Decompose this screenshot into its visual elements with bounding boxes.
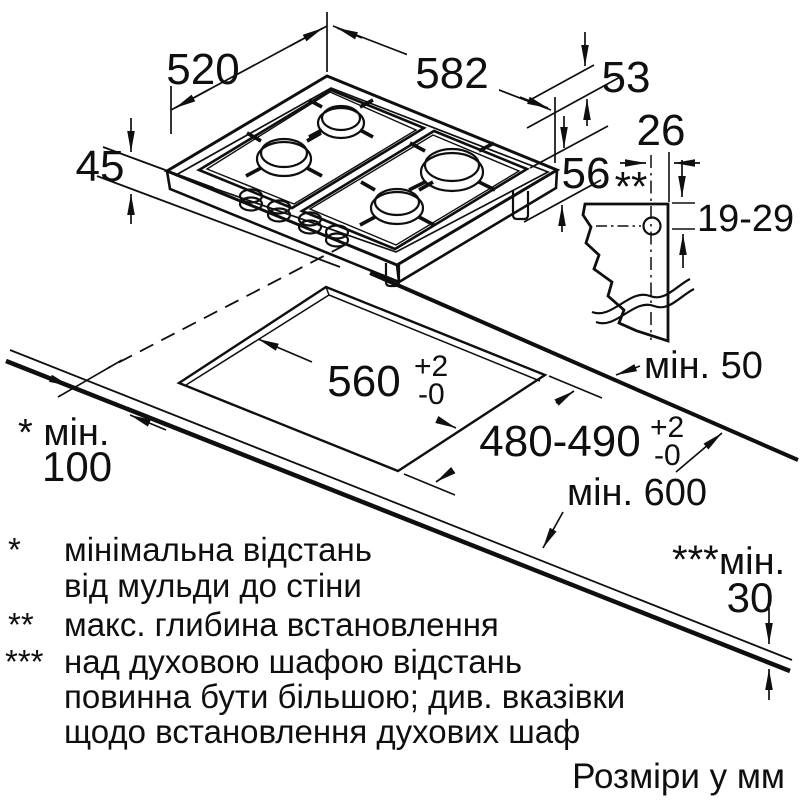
arrow <box>615 364 641 376</box>
burners <box>255 104 485 226</box>
break-line <box>595 288 695 325</box>
burner-back-cap <box>320 104 362 132</box>
footnote-marker-3: *** <box>5 643 44 680</box>
reference-line <box>526 75 623 129</box>
arrow <box>435 466 456 483</box>
hob-rim-inner <box>173 87 551 253</box>
bracket-profile <box>581 202 670 343</box>
units-label: Розміри у мм <box>572 757 785 796</box>
footnote-3-line-3: щодо встановлення духових шаф <box>64 713 580 750</box>
worktop-front-edge-bottom <box>5 358 791 674</box>
hob-foot-right <box>511 191 530 221</box>
arrow <box>554 390 575 406</box>
dim-hob-depth: 520 <box>166 45 239 94</box>
footnote-marker-2: ** <box>8 606 34 643</box>
dim-cutout-width: 560 <box>327 357 400 406</box>
tolerance-plus: +2 <box>414 350 448 383</box>
footnote-3-line-1: над духовою шафою відстань <box>64 643 522 680</box>
arrow <box>257 338 313 363</box>
dim-cutout-depth: 480-490 <box>479 417 640 466</box>
dim-hob-width: 582 <box>415 49 488 98</box>
clearance-oven-label: мін. <box>719 541 785 583</box>
arrow <box>519 96 549 109</box>
control-knob <box>324 224 350 240</box>
footnote-1-line-2: від мульди до стіни <box>64 567 362 604</box>
tolerance-minus: -0 <box>418 378 445 411</box>
burner-right-base <box>419 151 485 193</box>
pan-support-grid <box>196 88 530 251</box>
pan-support-fingers <box>245 98 496 227</box>
extension-line <box>548 375 603 399</box>
arrow <box>129 414 167 431</box>
bracket-screw-hole <box>642 216 662 236</box>
reference-line <box>523 179 602 223</box>
arrow <box>542 511 564 549</box>
break-line <box>591 278 691 315</box>
burner-left-base <box>255 140 313 178</box>
worktop-front-edge-top <box>9 349 793 661</box>
arrow <box>174 88 211 109</box>
label-backing <box>407 52 499 92</box>
mounting-bracket-detail: 26 ** 19-29 <box>581 106 794 343</box>
arrow <box>435 415 457 429</box>
arrow <box>675 432 723 473</box>
clearance-oven-value: 30 <box>727 574 774 621</box>
reference-line <box>529 64 595 101</box>
dim-53: 53 <box>602 53 651 102</box>
projection-tick <box>57 359 123 398</box>
control-knob <box>266 199 292 215</box>
clearance-rear-wall: мін. 50 <box>644 345 763 387</box>
burner-back-base <box>316 106 366 140</box>
double-star-marker: ** <box>615 163 648 210</box>
burner-front-base <box>369 190 425 226</box>
footnotes: * мінімальна відстань від мульди до стін… <box>5 531 785 796</box>
tolerance-minus: -0 <box>654 439 681 472</box>
control-knobs <box>238 188 350 248</box>
projection-dashed-line <box>107 244 346 369</box>
burner-front-cap <box>373 187 421 217</box>
rear-wall-line <box>369 271 799 462</box>
hob-dimensions: 520 582 45 53 56 <box>76 12 651 232</box>
hob-isometric-view <box>96 74 561 288</box>
control-knob <box>238 188 264 204</box>
hob-bottom-extension-line <box>96 175 341 268</box>
footnote-3-line-2: повинна бути більшою; див. вказівки <box>64 678 625 715</box>
clearance-worktop-depth: мін. 600 <box>567 472 707 514</box>
arrow <box>31 370 71 387</box>
clearance-side-value: 100 <box>42 443 112 490</box>
footnote-marker-1: * <box>8 531 21 568</box>
worktop-cutout-view: 560 +2 -0 480-490 +2 -0 мін. 50 мін. 600… <box>5 244 799 700</box>
footnote-1-line-1: мінімальна відстань <box>64 531 372 568</box>
cutout-outline <box>176 285 548 473</box>
burner-left-cap <box>259 137 309 169</box>
reference-line <box>529 125 609 169</box>
hob-rim-outer <box>163 74 561 267</box>
control-knob <box>297 211 323 227</box>
footnote-2-line-1: макс. глибина встановлення <box>64 606 499 643</box>
arrow <box>289 27 324 47</box>
dim-56: 56 <box>562 149 611 198</box>
clearance-side-label: * мін. <box>18 412 109 454</box>
extension-line <box>403 473 456 496</box>
arrow <box>336 27 363 40</box>
burner-right-cap <box>423 147 481 183</box>
dim-hole-range: 19-29 <box>697 198 794 240</box>
dim-bracket-26: 26 <box>637 106 686 155</box>
dim-hob-height: 45 <box>76 142 125 191</box>
triple-star-marker: *** <box>672 538 719 582</box>
cutout-corner-tick <box>325 286 330 296</box>
tolerance-plus: +2 <box>650 411 684 444</box>
